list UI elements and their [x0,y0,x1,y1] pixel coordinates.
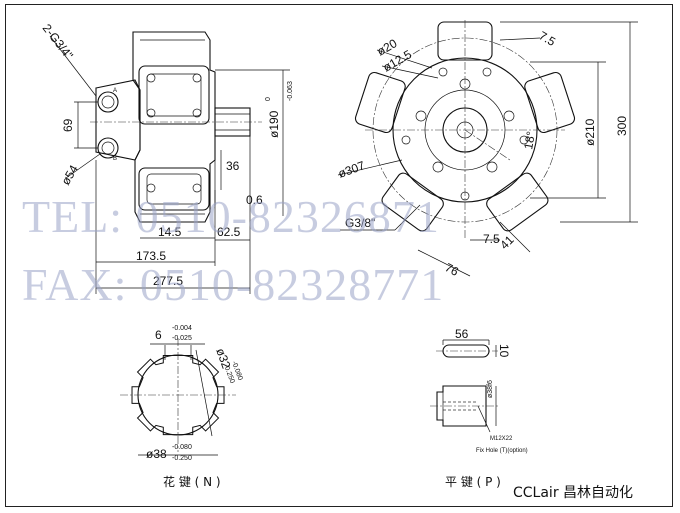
dim-54: ø54 [58,162,81,187]
dim-10: 10 [497,344,511,358]
key-caption: 平 键 ( P ) [445,475,501,489]
dim-36: 36 [226,159,240,173]
dim-32: ø32 [213,346,233,371]
watermark-tel: TEL: 0510-82326871 [22,191,440,242]
dim-76: 76 [443,260,462,279]
cylinder-head-top [138,65,210,125]
dim-38: ø38 [146,447,167,461]
distributor [95,79,141,161]
dim-277-5: 277.5 [153,274,183,288]
dim-18-deg: 18° [521,130,538,151]
svg-text:-0.080: -0.080 [172,444,192,451]
dim-300: 300 [615,116,629,136]
svg-text:0: 0 [265,97,272,101]
dim-7-5-top: 7.5 [537,28,559,49]
cylinder-2 [524,71,576,134]
key-view: 56 10 ø38f6 M12X22 Fix Hole (T)(option) … [430,327,528,489]
dim-62-5: 62.5 [217,225,241,239]
dim-173-5: 173.5 [136,249,166,263]
dim-210: ø210 [583,118,597,146]
drawing-frame [5,4,673,507]
side-view: A B 2-G3/4" 69 ø54 ø190 0 -0.063 36 0.6 … [40,21,294,294]
dim-190: ø190 [267,110,281,138]
thread-label: 2-G3/4" [40,21,76,62]
svg-text:B: B [113,156,117,162]
cylinder-3 [486,172,549,232]
dim-7-5-bottom: 7.5 [483,232,500,246]
dim-g3-8: G3/8" [345,216,375,230]
fix-hole-label: Fix Hole (T)(option) [476,448,528,454]
dim-69: 69 [61,118,75,132]
brand-label: CCLair 昌林自动化 [513,485,633,501]
dim-14-5: 14.5 [158,225,182,239]
svg-text:-0.250: -0.250 [172,455,192,462]
cylinder-5 [354,71,406,134]
spline-view: 6 -0.004 -0.025 ø32 -0.080 -0.250 ø38 -0… [120,325,244,489]
dim-56: 56 [455,327,469,341]
svg-text:-0.004: -0.004 [172,325,192,332]
port-a [97,91,119,113]
cylinder-head-bottom [138,167,210,211]
svg-text:-0.063: -0.063 [287,81,294,101]
spline-teeth [131,354,225,436]
cylinder-4 [381,172,444,232]
dim-38f6: ø38f6 [487,380,494,398]
svg-text:A: A [113,88,117,94]
spline-caption: 花 键 ( N ) [163,474,221,489]
dim-307: ø307 [336,158,367,181]
dim-6: 6 [155,328,162,342]
svg-text:-0.025: -0.025 [172,335,192,342]
thread-m12: M12X22 [490,436,513,442]
watermark-fax: FAX: 0510-82328771 [22,259,444,310]
